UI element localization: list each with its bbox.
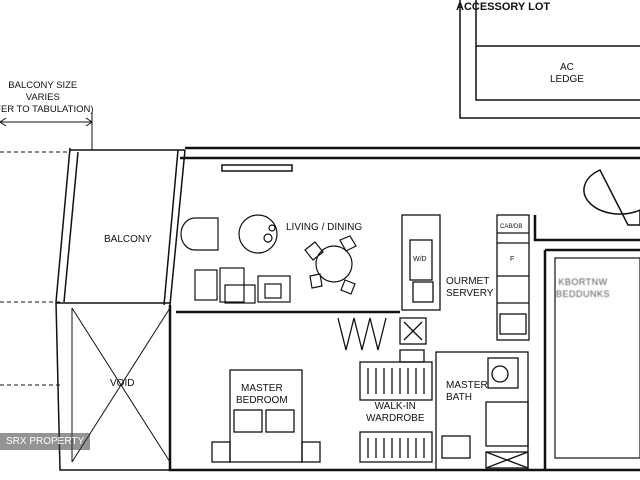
adjacent-room-outline [554, 257, 640, 459]
balcony-outline [55, 147, 186, 471]
master-bath-label: MASTER BATH [446, 380, 488, 403]
accessory-lot-label: ACCESSORY LOT [456, 1, 551, 13]
living-furniture [180, 214, 357, 304]
watermark: SRX PROPERTY [0, 433, 91, 450]
gourmet-servery-label: OURMET SERVERY [446, 276, 494, 299]
accessory-lot [459, 0, 640, 119]
sofa-outline [583, 169, 640, 226]
fridge-label: F [510, 256, 515, 263]
cab-db-label: CAB/DB [500, 224, 523, 230]
wardrobe-bath [359, 351, 529, 471]
wd-label: W/D [413, 256, 427, 263]
master-bed [211, 369, 321, 463]
window-sill [221, 164, 293, 172]
master-bedroom-label: MASTER BEDROOM [236, 383, 288, 406]
balcony-dimension [0, 112, 93, 386]
balcony-label: BALCONY [104, 234, 152, 245]
living-dining-label: LIVING / DINING [286, 222, 363, 233]
void-label: VOID [110, 378, 135, 389]
ac-ledge-label: AC LEDGE [550, 62, 584, 85]
kitchen [337, 214, 530, 363]
balcony-size-label: BALCONY SIZE VARIES (FER TO TABULATION) [0, 80, 94, 115]
walk-in-wardrobe-label: WALK-IN WARDROBE [366, 401, 425, 424]
adjacent-room-label: KBORTNW BEDDUNKS [556, 277, 611, 299]
